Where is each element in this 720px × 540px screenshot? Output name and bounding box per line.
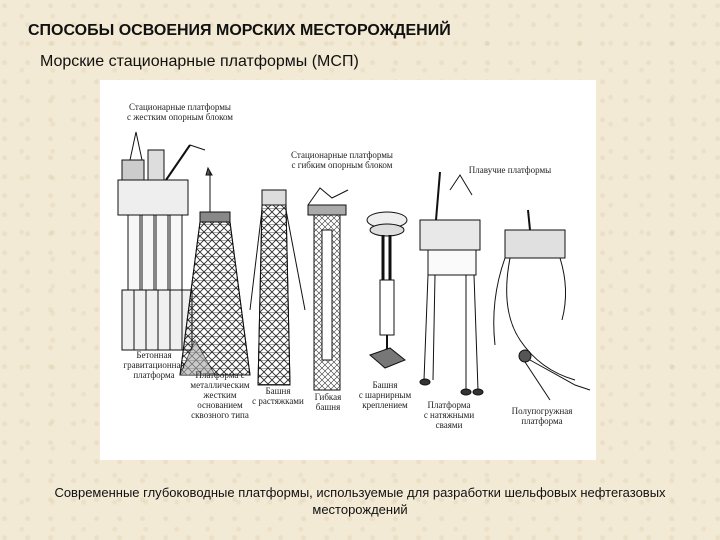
label-concrete-gravity: Бетонная гравитационная платформа [123,350,185,380]
group-label-floating: Плавучие платформы [468,165,552,175]
page-subtitle: Морские стационарные платформы (МСП) [40,53,359,70]
group-label-fixed-flexible: Стационарные платформы с гибким опорным … [291,150,393,170]
concrete-gravity-platform-drawing [117,131,206,351]
label-articulated-tower: Башня с шарнирным креплением [358,380,412,410]
compliant-tower-drawing [307,187,349,391]
guyed-tower-drawing [249,189,306,386]
platforms-figure: Стационарные платформы с жестким опорным… [100,80,596,460]
steel-jacket-platform-drawing [179,166,251,376]
page-title: СПОСОБЫ ОСВОЕНИЯ МОРСКИХ МЕСТОРОЖДЕНИЙ [28,22,451,39]
label-guyed-tower: Башня с растяжками [252,386,304,406]
label-steel-jacket: Платформа с металлическим жестким основа… [190,370,250,420]
label-semi-submersible: Полупогружная платформа [511,406,573,426]
label-compliant-tower: Гибкая башня [314,392,342,412]
label-tension-leg: Платформа с натяжными сваями [423,400,475,430]
platforms-drawing [117,131,591,401]
tension-leg-platform-drawing [419,171,484,396]
figure-caption: Современные глубоководные платформы, исп… [54,485,666,517]
articulated-tower-drawing [366,211,408,369]
group-label-fixed-rigid: Стационарные платформы с жестким опорным… [126,102,234,122]
semi-submersible-platform-drawing [493,209,591,401]
